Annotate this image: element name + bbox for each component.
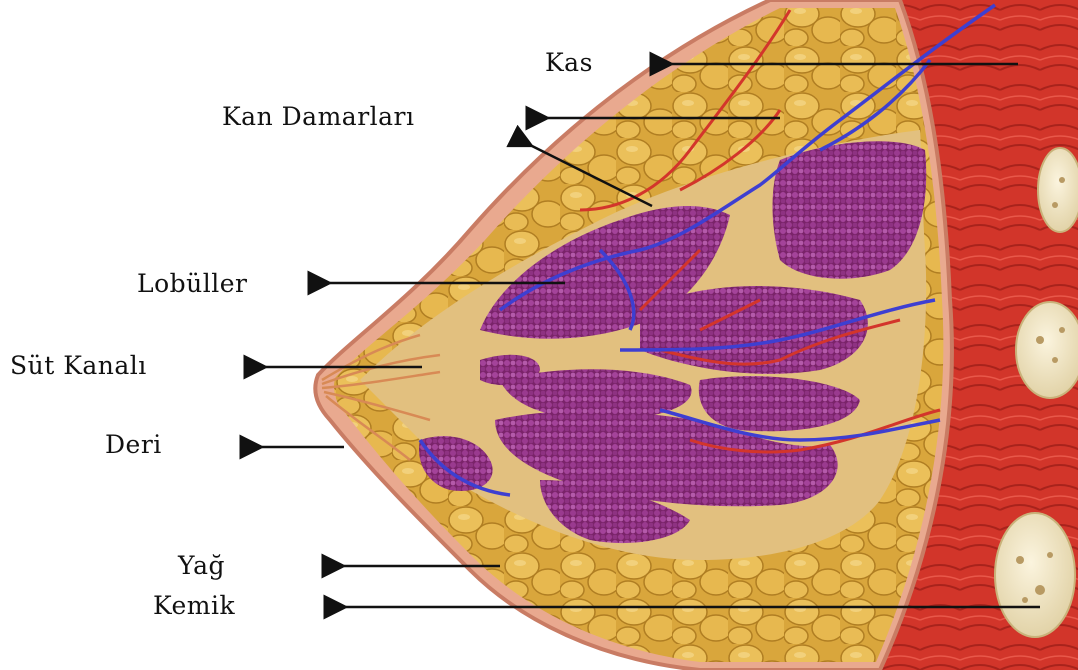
label-sut-kanali: Süt Kanalı [10,351,147,380]
label-kas: Kas [545,48,593,77]
label-lobuller: Lobüller [137,269,248,298]
label-kemik: Kemik [153,591,236,620]
label-kan-damarlari: Kan Damarları [222,102,415,131]
label-deri: Deri [105,430,162,459]
label-yag: Yağ [177,551,225,580]
